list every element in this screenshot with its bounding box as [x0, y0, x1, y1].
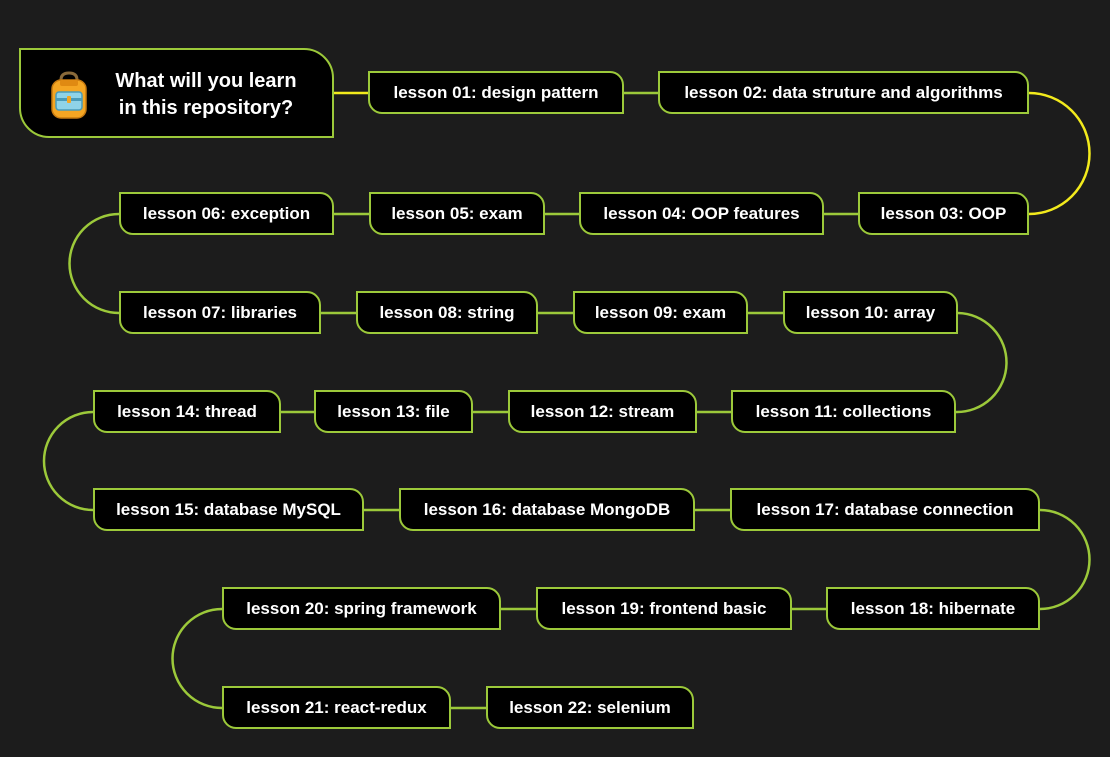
- connector-15: [42, 410, 94, 512]
- lesson-node-05[interactable]: lesson 05: exam: [369, 192, 545, 235]
- connector-11: [955, 311, 1008, 414]
- lesson-node-04[interactable]: lesson 04: OOP features: [579, 192, 824, 235]
- lesson-node-18[interactable]: lesson 18: hibernate: [826, 587, 1040, 630]
- lesson-node-08[interactable]: lesson 08: string: [356, 291, 538, 334]
- lesson-node-06[interactable]: lesson 06: exception: [119, 192, 334, 235]
- connector-3: [1028, 91, 1091, 216]
- lesson-node-12[interactable]: lesson 12: stream: [508, 390, 697, 433]
- lesson-node-14[interactable]: lesson 14: thread: [93, 390, 281, 433]
- connector-18: [1039, 508, 1091, 611]
- lesson-node-21[interactable]: lesson 21: react-redux: [222, 686, 451, 729]
- root-title-line1: What will you learn: [115, 70, 297, 92]
- connector-7: [68, 212, 120, 315]
- connector-21: [171, 607, 223, 710]
- lesson-node-03[interactable]: lesson 03: OOP: [858, 192, 1029, 235]
- lesson-node-11[interactable]: lesson 11: collections: [731, 390, 956, 433]
- root-title-line2: in this repository?: [118, 97, 294, 119]
- lesson-node-16[interactable]: lesson 16: database MongoDB: [399, 488, 695, 531]
- lesson-node-01[interactable]: lesson 01: design pattern: [368, 71, 624, 114]
- lesson-node-15[interactable]: lesson 15: database MySQL: [93, 488, 364, 531]
- lesson-node-10[interactable]: lesson 10: array: [783, 291, 958, 334]
- lesson-node-09[interactable]: lesson 09: exam: [573, 291, 748, 334]
- backpack-icon: [51, 71, 87, 119]
- lesson-node-17[interactable]: lesson 17: database connection: [730, 488, 1040, 531]
- lesson-node-19[interactable]: lesson 19: frontend basic: [536, 587, 792, 630]
- lesson-node-20[interactable]: lesson 20: spring framework: [222, 587, 501, 630]
- lesson-node-13[interactable]: lesson 13: file: [314, 390, 473, 433]
- lesson-node-02[interactable]: lesson 02: data struture and algorithms: [658, 71, 1029, 114]
- lesson-node-22[interactable]: lesson 22: selenium: [486, 686, 694, 729]
- root-topic[interactable]: What will you learn in this repository?: [19, 48, 334, 138]
- root-title: What will you learn in this repository?: [95, 68, 317, 122]
- lesson-node-07[interactable]: lesson 07: libraries: [119, 291, 321, 334]
